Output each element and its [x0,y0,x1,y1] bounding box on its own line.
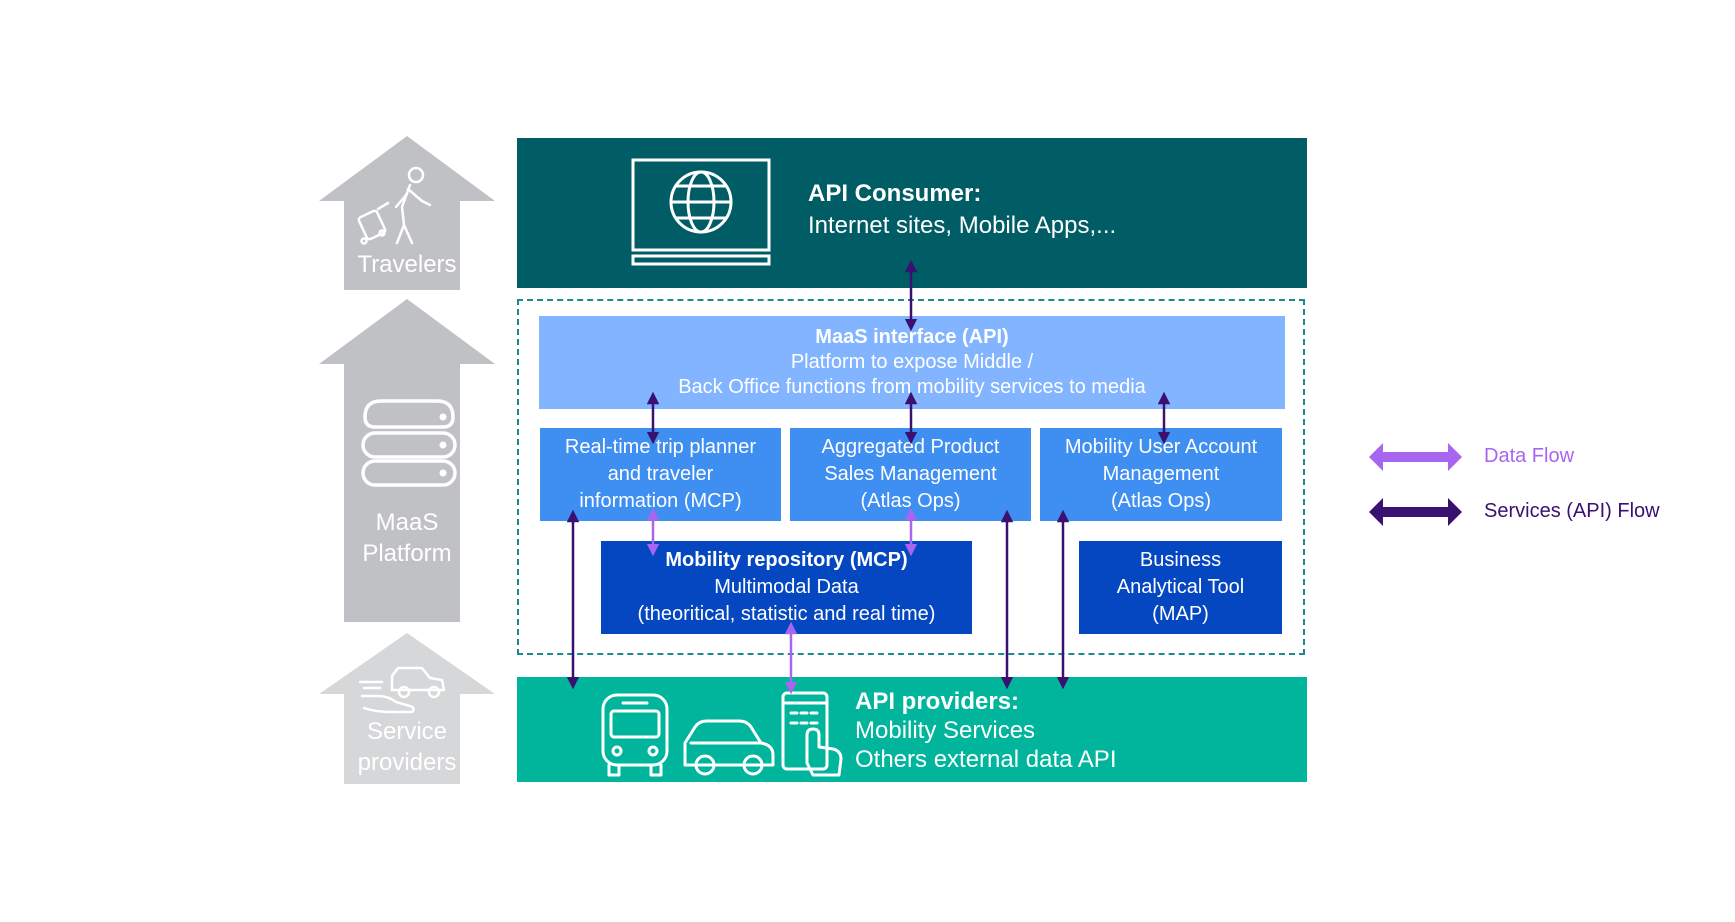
business-tool-line1: Business [1139,549,1222,571]
api-providers-text: API providers: Mobility Services Others … [855,687,1116,774]
api-consumer-text: API Consumer: Internet sites, Mobile App… [808,178,1116,242]
user-account-line2: Management [1102,463,1220,485]
product-sales-box: Aggregated Product Sales Management (Atl… [790,428,1031,521]
repository-line2: (theoritical, statistic and real time) [637,603,936,625]
trip-planner-line3: information (MCP) [579,490,742,512]
legend-services-flow-label: Services (API) Flow [1484,500,1660,522]
api-providers-line2: Others external data API [855,746,1117,773]
business-tool-line3: (MAP) [1152,603,1209,625]
legend-services-flow-arrow [1369,498,1462,526]
product-sales-line2: Sales Management [824,463,997,485]
repository-line1: Multimodal Data [714,576,859,598]
maas-platform-label: MaaS Platform [342,507,472,569]
trip-planner-line2: and traveler [607,463,714,485]
mobility-repository-box: Mobility repository (MCP) Multimodal Dat… [601,541,972,634]
maas-interface-line2: Back Office functions from mobility serv… [678,376,1146,398]
phone-touch-icon [781,691,843,777]
user-account-line3: (Atlas Ops) [1110,490,1212,512]
api-providers-title: API providers: [855,688,1020,715]
business-tool-line2: Analytical Tool [1116,576,1245,598]
server-stack-icon [361,399,457,487]
product-sales-line1: Aggregated Product [821,436,1000,458]
legend-data-flow-arrow [1369,443,1462,471]
maas-interface-line1: Platform to expose Middle / [790,351,1034,373]
api-providers-band: API providers: Mobility Services Others … [517,677,1307,782]
api-consumer-subtitle: Internet sites, Mobile Apps,... [808,212,1117,239]
legend-data-flow-label: Data Flow [1484,445,1575,467]
monitor-globe-icon [631,158,771,266]
repository-title: Mobility repository (MCP) [665,549,908,571]
service-providers-label: Service providers [342,716,472,778]
bus-icon [601,693,669,777]
service-providers-line2: providers [357,749,457,776]
traveler-icon [357,166,432,245]
car-icon [683,719,775,776]
business-tool-box: Business Analytical Tool (MAP) [1079,541,1282,634]
maas-platform-line1: MaaS [375,509,439,536]
trip-planner-line1: Real-time trip planner [564,436,757,458]
service-providers-line1: Service [366,718,448,745]
maas-platform-line2: Platform [362,540,452,567]
travelers-label: Travelers [357,251,457,278]
user-account-line1: Mobility User Account [1064,436,1258,458]
maas-interface-title: MaaS interface (API) [815,326,1009,348]
api-consumer-title: API Consumer: [808,180,982,207]
transport-icons [601,691,843,777]
product-sales-line3: (Atlas Ops) [860,490,961,512]
api-providers-line1: Mobility Services [855,717,1036,744]
hand-car-icon [358,666,446,714]
trip-planner-box: Real-time trip planner and traveler info… [540,428,781,521]
